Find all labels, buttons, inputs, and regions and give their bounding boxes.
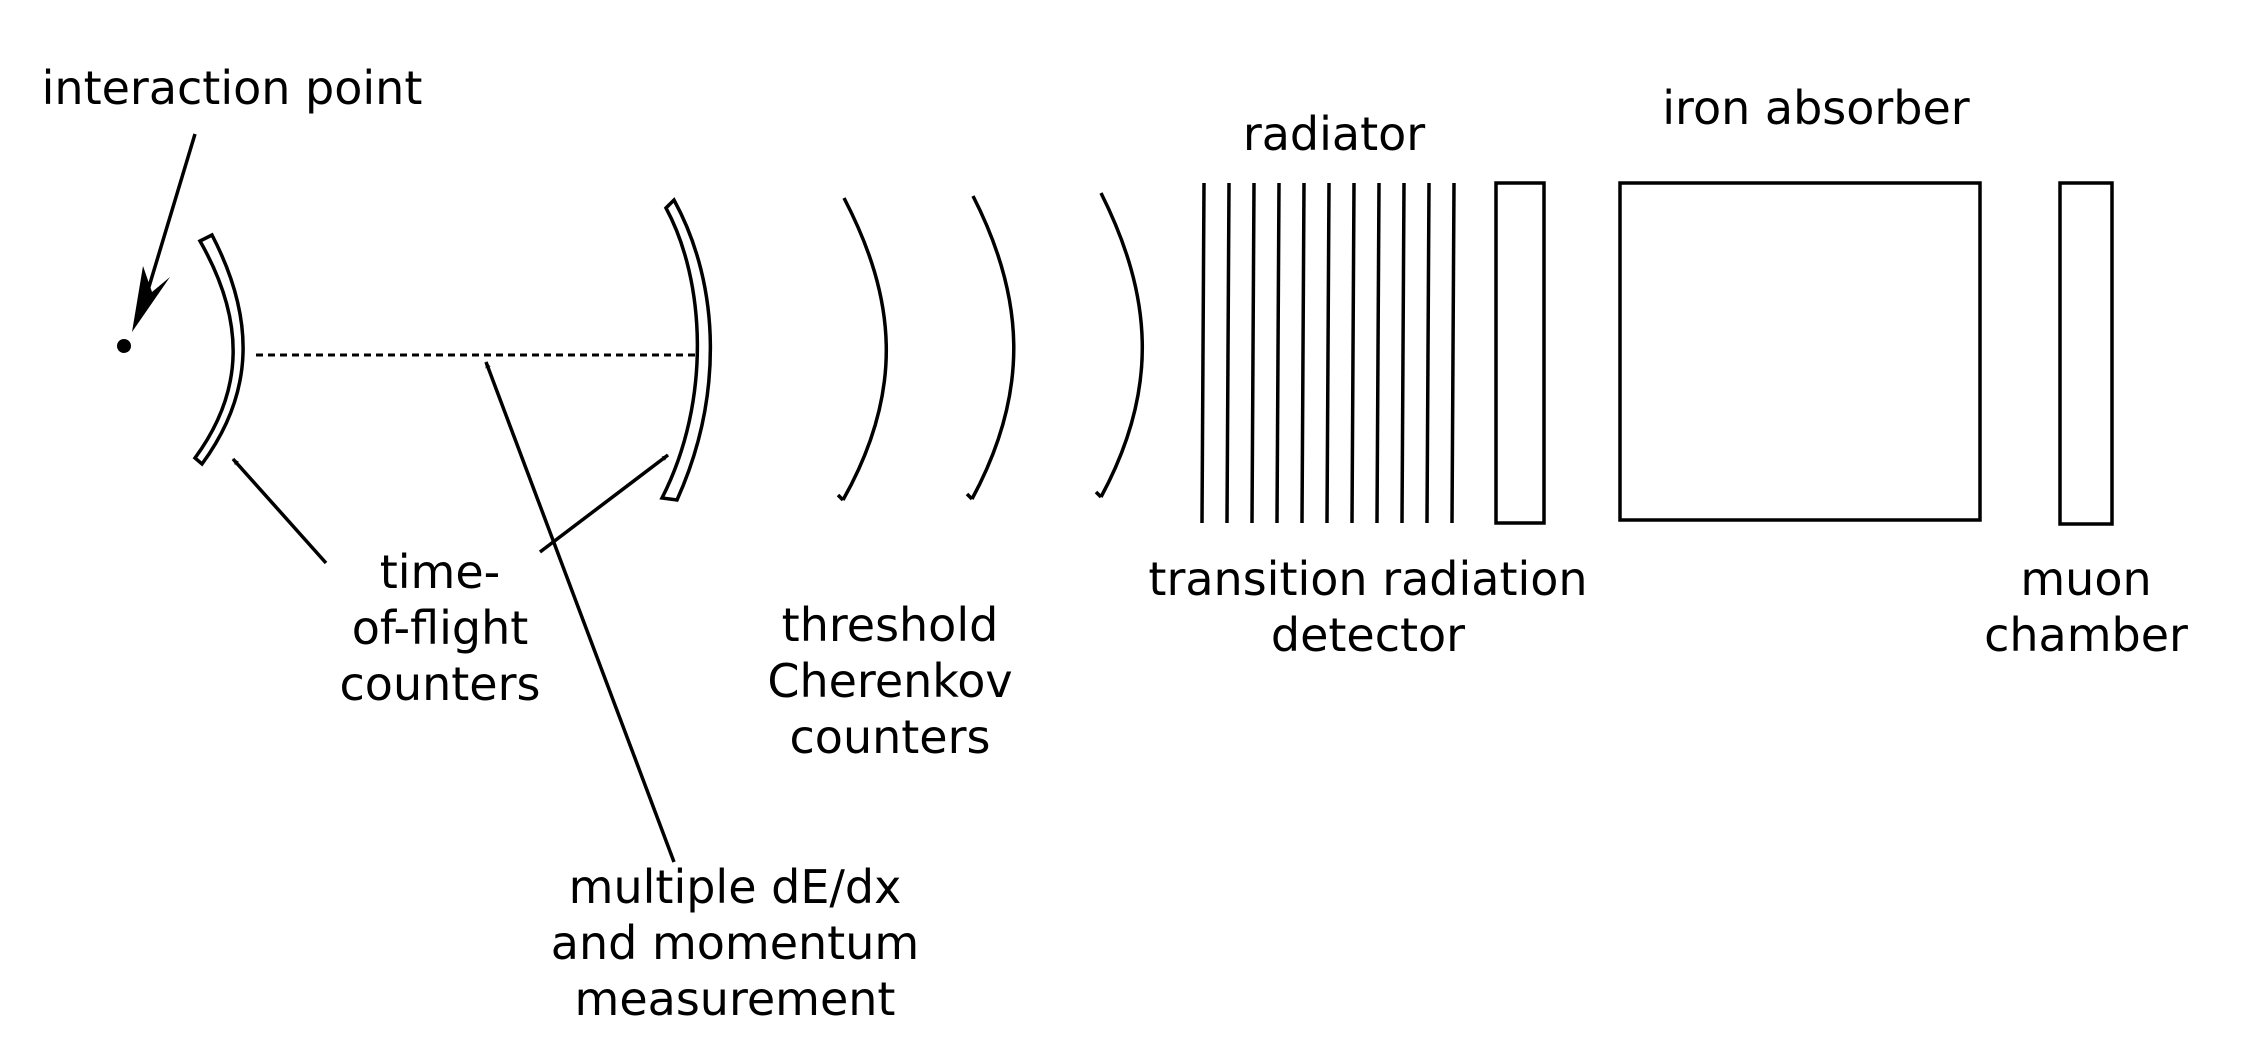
- dedx-arrow: [484, 361, 676, 863]
- cherenkov-counter-1: [841, 197, 889, 501]
- iron-absorber-label: iron absorber: [1662, 81, 1970, 135]
- muon-label-line2: chamber: [1984, 608, 2188, 662]
- cherenkov-counter-1-tick: [836, 493, 845, 502]
- radiator-foil: [1400, 182, 1406, 524]
- interaction-point-dot: [117, 339, 131, 353]
- tof-arrow-1: [231, 457, 328, 565]
- radiator-foil: [1200, 182, 1206, 524]
- radiator-foil: [1325, 182, 1331, 524]
- trd-label-line2: detector: [1271, 608, 1465, 662]
- dedx-label-line3: measurement: [575, 972, 896, 1026]
- cherenkov-label-line2: Cherenkov: [767, 654, 1012, 708]
- tof-label-line3: counters: [340, 657, 541, 711]
- cherenkov-counter-2: [970, 195, 1016, 500]
- radiator-foil: [1275, 182, 1281, 524]
- radiator-label: radiator: [1243, 107, 1425, 161]
- tof-counter-outer: [659, 197, 713, 502]
- radiator-foil: [1450, 182, 1456, 524]
- trd-label-line1: transition radiation: [1148, 552, 1587, 606]
- trd-detector-box: [1494, 181, 1546, 525]
- muon-label-line1: muon: [2020, 552, 2151, 606]
- tof-label-line2: of-flight: [352, 601, 529, 655]
- tof-arrow-2: [538, 453, 670, 554]
- radiator-foil: [1300, 182, 1306, 524]
- dedx-label-line1: multiple dE/dx: [569, 860, 902, 914]
- cherenkov-counter-3: [1099, 192, 1145, 498]
- interaction-point-arrow: [132, 133, 197, 332]
- cherenkov-label-line3: counters: [790, 710, 991, 764]
- radiator-foil: [1350, 182, 1356, 524]
- radiator-foils: [1200, 182, 1456, 524]
- radiator-foil: [1425, 182, 1431, 524]
- dedx-label-line2: and momentum: [551, 916, 919, 970]
- tof-counter-inner: [192, 232, 245, 467]
- cherenkov-counter-3-tick: [1094, 490, 1103, 499]
- cherenkov-label-line1: threshold: [782, 598, 999, 652]
- cherenkov-counter-2-tick: [965, 492, 974, 501]
- interaction-point-label: interaction point: [42, 61, 423, 115]
- radiator-foil: [1225, 182, 1231, 524]
- muon-chamber-box: [2058, 181, 2114, 526]
- radiator-foil: [1250, 182, 1256, 524]
- iron-absorber-box: [1618, 181, 1982, 522]
- tof-label-line1: time-: [380, 545, 501, 599]
- radiator-foil: [1375, 182, 1381, 524]
